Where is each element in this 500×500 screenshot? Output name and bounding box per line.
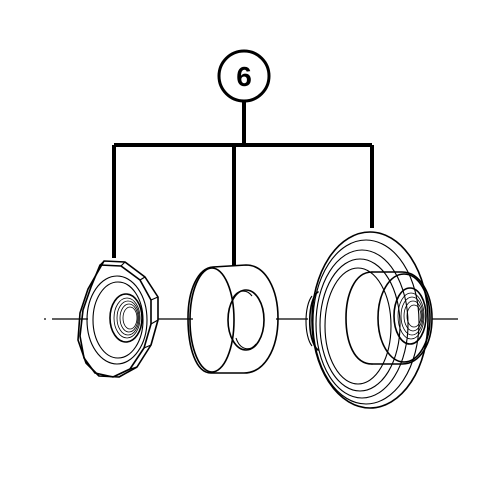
callout: 6 (217, 49, 271, 103)
lock-nut (77, 260, 159, 378)
leader-lines (112, 101, 374, 266)
cone (305, 231, 433, 409)
washer (187, 264, 279, 374)
callout-number: 6 (236, 61, 252, 92)
